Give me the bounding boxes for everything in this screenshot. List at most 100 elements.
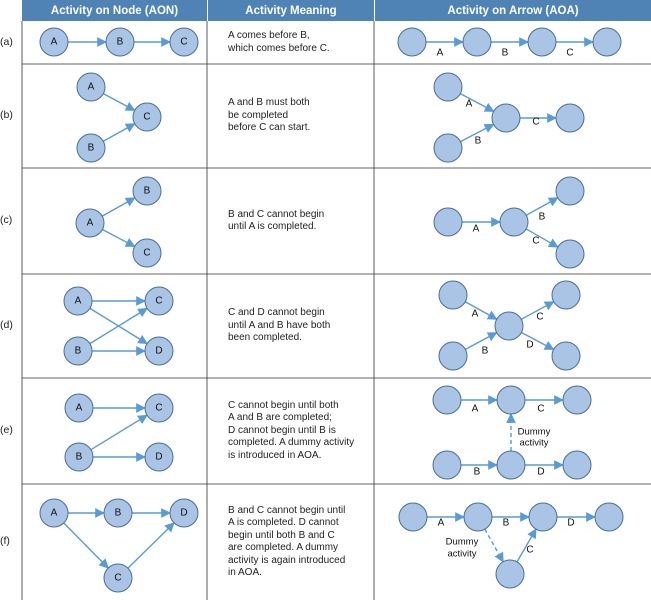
aoa-activity-label: C	[566, 48, 573, 59]
aon-arrow-b-c	[102, 123, 136, 142]
aoa-activity-label: C	[532, 236, 539, 247]
aoa-activity-label: B	[475, 136, 482, 147]
aoa-event-node	[438, 341, 468, 371]
meaning-line: C cannot begin until both	[228, 399, 339, 411]
dummy-activity-label: activity	[447, 549, 476, 560]
aoa-event-node	[562, 450, 592, 480]
aoa-arrow-a	[460, 92, 495, 113]
aon-node-c	[103, 563, 133, 593]
aon-node-label: A	[75, 296, 82, 307]
header-aoa: Activity on Arrow (AOA)	[374, 0, 651, 21]
aon-node-label: B	[76, 452, 83, 463]
aoa-activity-label: C	[526, 545, 533, 556]
row-label: (b)	[0, 109, 13, 121]
row-label: (f)	[0, 535, 10, 547]
aoa-arrow-b	[525, 197, 559, 216]
aoa-arrow-d	[521, 331, 555, 351]
aoa-event-node	[528, 502, 558, 532]
aon-node-label: C	[155, 403, 162, 414]
aoa-event-node	[432, 385, 462, 415]
meaning-line: before C can start.	[228, 122, 311, 134]
aoa-activity-label: A	[472, 404, 479, 415]
aon-node-c	[132, 238, 162, 268]
aon-node-label: A	[88, 82, 95, 93]
meaning-line: is introduced in AOA.	[228, 449, 322, 461]
aoa-activity-label: A	[472, 309, 479, 320]
meaning-line: B and C cannot begin until	[228, 504, 346, 516]
aoa-activity-label: C	[537, 404, 544, 415]
aon-node-label: C	[143, 112, 150, 123]
aon-node-label: A	[51, 37, 58, 48]
row-label: (c)	[0, 214, 13, 226]
meaning-line: been completed.	[228, 332, 302, 344]
aon-arrow-a-c	[63, 522, 109, 569]
aoa-activity-label: A	[438, 518, 445, 529]
aoa-event-node	[433, 72, 463, 102]
header-row	[22, 0, 651, 21]
aon-node-b	[105, 27, 135, 57]
aoa-event-node	[499, 207, 529, 237]
aoa-activity-label: A	[466, 99, 473, 110]
aoa-event-node	[432, 450, 462, 480]
aon-node-a	[64, 393, 94, 423]
aoa-activity-label: A	[473, 224, 480, 235]
aon-node-b	[76, 133, 106, 163]
aon-node-b	[103, 498, 133, 528]
aon-node-label: B	[75, 346, 82, 357]
aon-node-d	[169, 498, 199, 528]
aoa-event-node	[398, 502, 428, 532]
meaning-line: in AOA.	[228, 567, 262, 578]
meaning-line: A is completed. D cannot	[228, 517, 339, 528]
aon-node-label: A	[87, 218, 94, 229]
aon-node-d	[144, 442, 174, 472]
meaning-line: D cannot begin until B is	[228, 424, 336, 436]
aoa-event-node	[551, 341, 581, 371]
aon-node-label: C	[114, 573, 121, 584]
aon-node-label: D	[180, 508, 187, 519]
meaning-line: A and B must both	[228, 97, 310, 109]
aon-arrow-b-c	[90, 414, 148, 451]
aoa-arrow-b	[465, 331, 498, 351]
aon-node-label: B	[117, 37, 124, 48]
aoa-event-node	[562, 385, 592, 415]
aoa-event-node	[462, 27, 492, 57]
aoa-activity-label: D	[537, 467, 544, 478]
aon-node-label: A	[76, 403, 83, 414]
aon-node-label: C	[143, 248, 150, 259]
aon-node-b	[63, 336, 93, 366]
aon-node-label: B	[144, 186, 151, 197]
aon-arrow-a-c	[103, 92, 136, 112]
meaning-line: B and C cannot begin	[228, 208, 325, 220]
aoa-activity-label: B	[539, 212, 546, 223]
row-label: (a)	[0, 35, 13, 48]
aoa-event-node	[433, 133, 463, 163]
aoa-event-node	[555, 176, 585, 206]
aoa-arrow-c	[525, 228, 559, 248]
aoa-event-node	[555, 239, 585, 269]
aoa-activity-label: C	[536, 312, 543, 323]
aoa-event-node	[555, 103, 585, 133]
dummy-activity-label: activity	[519, 438, 548, 449]
row-label: (d)	[0, 319, 13, 331]
header-meaning: Activity Meaning	[207, 0, 374, 21]
meaning-line: A and B are completed;	[228, 412, 332, 424]
aon-arrow-a-b	[101, 197, 136, 217]
aoa-event-node	[592, 27, 622, 57]
aon-node-label: B	[88, 143, 95, 154]
aoa-event-node	[494, 311, 524, 341]
aoa-event-node	[527, 27, 557, 57]
aoa-event-node	[551, 280, 581, 310]
row-label: (e)	[0, 424, 13, 436]
aoa-event-node	[495, 559, 525, 589]
aon-arrow-b-c	[89, 307, 148, 345]
aon-node-a	[76, 72, 106, 102]
aoa-activity-label: D	[567, 518, 574, 529]
aon-node-c	[169, 27, 199, 57]
aoa-activity-label: B	[482, 346, 489, 357]
aoa-event-node	[433, 207, 463, 237]
